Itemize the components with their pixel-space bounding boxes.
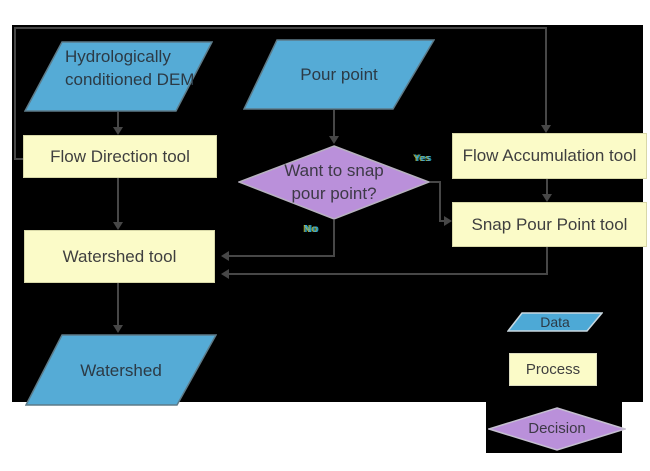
pour-point-label: Pour point bbox=[300, 65, 378, 84]
connector-pour-decision bbox=[333, 110, 335, 137]
connector-yes-vertical bbox=[439, 181, 441, 222]
connector-left-vertical bbox=[14, 27, 16, 160]
dem-label: Hydrologically conditioned DEM bbox=[65, 47, 195, 89]
legend-data-label: Data bbox=[540, 314, 570, 330]
arrowhead-into-decision bbox=[329, 136, 339, 144]
connector-yes-horizontal bbox=[430, 181, 441, 183]
snap-pour-point-label: Snap Pour Point tool bbox=[471, 214, 628, 234]
snap-pour-point-node: Snap Pour Point tool bbox=[452, 202, 647, 247]
legend-decision-label: Decision bbox=[528, 420, 586, 437]
arrowhead-into-watershed bbox=[113, 325, 123, 333]
connector-flowdir-watershedtool bbox=[117, 178, 119, 223]
legend-data: Data bbox=[507, 312, 603, 332]
arrowhead-into-watershed-tool-top bbox=[113, 222, 123, 230]
connector-no-vertical bbox=[333, 220, 335, 257]
yes-label: Yes bbox=[414, 153, 432, 163]
arrowhead-into-flow-accumulation bbox=[541, 125, 551, 133]
legend-process-label: Process bbox=[525, 361, 581, 378]
watershed-tool-node: Watershed tool bbox=[24, 230, 215, 283]
arrowhead-into-watershed-tool-lower bbox=[221, 269, 229, 279]
arrowhead-into-snap bbox=[542, 194, 552, 202]
decision-diamond-shape bbox=[238, 145, 430, 220]
pour-point-node: Pour point bbox=[243, 39, 435, 110]
flow-accumulation-node: Flow Accumulation tool bbox=[452, 133, 647, 179]
flow-direction-node: Flow Direction tool bbox=[23, 135, 217, 178]
watershed-label: Watershed bbox=[80, 361, 162, 380]
legend-decision: Decision bbox=[488, 407, 626, 451]
data-parallelogram-shape bbox=[24, 41, 213, 112]
connector-right-vertical bbox=[545, 27, 547, 126]
decision-node: Want to snap pour point? bbox=[238, 145, 430, 220]
connector-yes-elbow bbox=[439, 220, 445, 222]
connector-flowdir-stub bbox=[14, 158, 24, 160]
watershed-tool-label: Watershed tool bbox=[62, 246, 177, 266]
legend-process: Process bbox=[509, 353, 597, 386]
connector-snap-horizontal bbox=[229, 273, 548, 275]
no-label: No bbox=[304, 224, 319, 235]
connector-no-horizontal bbox=[229, 255, 335, 257]
arrowhead-into-snap-left bbox=[444, 216, 452, 226]
arrowhead-into-watershed-tool-upper bbox=[221, 251, 229, 261]
connector-watershedtool-watershed bbox=[117, 283, 119, 326]
watershed-node: Watershed bbox=[25, 334, 217, 406]
connector-snap-vertical bbox=[546, 247, 548, 275]
legend-decision-shape bbox=[488, 407, 626, 451]
data-parallelogram-shape bbox=[243, 39, 435, 110]
connector-top-horizontal bbox=[14, 27, 547, 29]
flow-accumulation-label: Flow Accumulation tool bbox=[462, 146, 637, 165]
dem-node: Hydrologically conditioned DEM bbox=[24, 41, 213, 112]
data-parallelogram-shape bbox=[25, 334, 217, 406]
connector-flowacc-snap bbox=[546, 179, 548, 195]
connector-dem-flowdir bbox=[117, 112, 119, 128]
flow-direction-label: Flow Direction tool bbox=[50, 146, 190, 166]
decision-label: Want to snap pour point? bbox=[284, 161, 384, 203]
legend-data-shape bbox=[507, 312, 603, 332]
arrowhead-into-flow-direction bbox=[113, 127, 123, 135]
